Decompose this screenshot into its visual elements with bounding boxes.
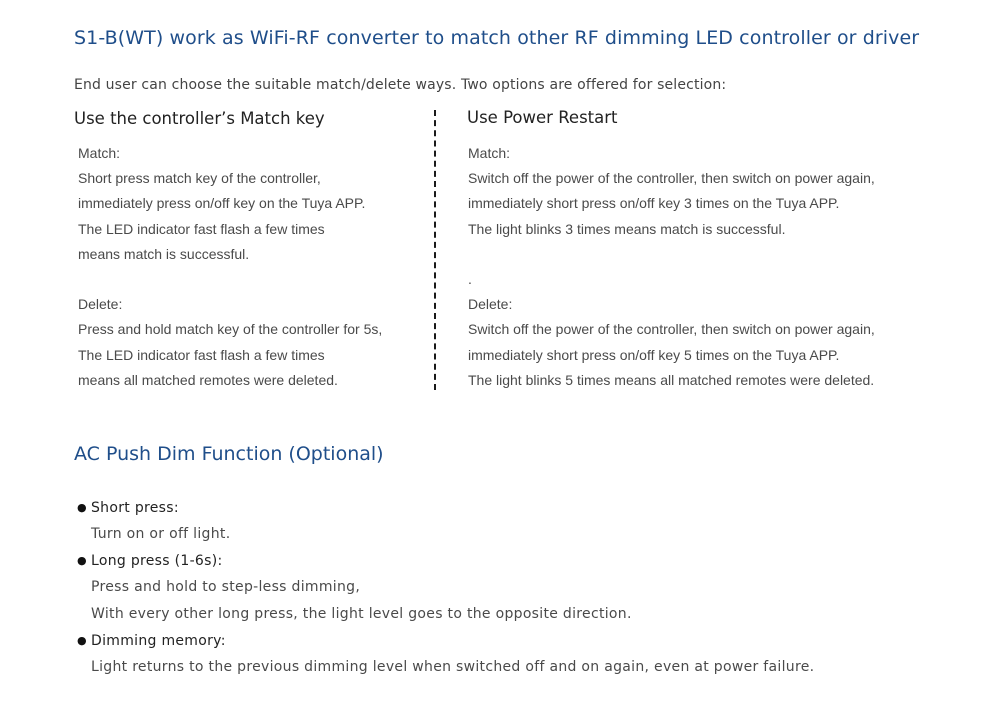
column-divider	[434, 110, 436, 390]
delete-label: Delete:	[468, 296, 513, 313]
delete-line: immediately short press on/off key 5 tim…	[468, 346, 840, 363]
match-line: immediately press on/off key on the Tuya…	[78, 195, 366, 212]
match-label: Match:	[468, 145, 511, 161]
feature-label: ● Short press:	[77, 495, 814, 521]
bullet-icon: ●	[77, 554, 87, 567]
feature-label-text: Short press:	[91, 500, 179, 516]
feature-description: Turn on or off light.	[91, 526, 231, 542]
match-line: Short press match key of the controller,	[78, 170, 321, 187]
bullet-icon: ●	[77, 634, 87, 647]
feature-label-text: Dimming memory:	[91, 633, 226, 649]
left-column-title: Use the controller’s Match key	[74, 109, 325, 128]
right-column: Match: Switch off the power of the contr…	[468, 141, 875, 393]
push-dim-feature-list: ● Short press: Turn on or off light. ● Lon…	[77, 495, 814, 681]
left-column: Match: Short press match key of the cont…	[78, 141, 382, 393]
feature-description: Press and hold to step-less dimming,	[91, 579, 361, 595]
match-line: The LED indicator fast flash a few times	[78, 220, 325, 237]
delete-line: Switch off the power of the controller, …	[468, 321, 875, 338]
match-line: immediately short press on/off key 3 tim…	[468, 195, 840, 212]
spacer	[468, 242, 875, 267]
feature-description: With every other long press, the light l…	[91, 606, 632, 622]
match-line: means match is successful.	[78, 245, 250, 262]
delete-line: Press and hold match key of the controll…	[78, 321, 383, 338]
feature-description: Light returns to the previous dimming le…	[91, 659, 815, 675]
spacer	[78, 267, 382, 292]
intro-text: End user can choose the suitable match/d…	[74, 77, 727, 93]
right-column-title: Use Power Restart	[467, 108, 618, 127]
match-line: The light blinks 3 times means match is …	[468, 220, 786, 237]
section-title-push-dim: AC Push Dim Function (Optional)	[74, 443, 384, 465]
match-label: Match:	[78, 145, 121, 161]
feature-label: ● Long press (1-6s):	[77, 548, 814, 574]
feature-short-press: ● Short press: Turn on or off light.	[77, 495, 814, 548]
stray-dot: .	[468, 270, 472, 287]
feature-label-text: Long press (1-6s):	[91, 553, 223, 569]
match-line: Switch off the power of the controller, …	[468, 170, 875, 187]
delete-line: The light blinks 5 times means all match…	[468, 371, 875, 388]
delete-label: Delete:	[78, 296, 123, 313]
feature-dimming-memory: ● Dimming memory: Light returns to the pr…	[77, 628, 814, 681]
page-title: S1-B(WT) work as WiFi-RF converter to ma…	[74, 27, 920, 49]
bullet-icon: ●	[77, 501, 87, 514]
feature-long-press: ● Long press (1-6s): Press and hold to st…	[77, 548, 814, 628]
delete-line: The LED indicator fast flash a few times	[78, 346, 325, 363]
feature-label: ● Dimming memory:	[77, 628, 814, 654]
delete-line: means all matched remotes were deleted.	[78, 371, 338, 388]
